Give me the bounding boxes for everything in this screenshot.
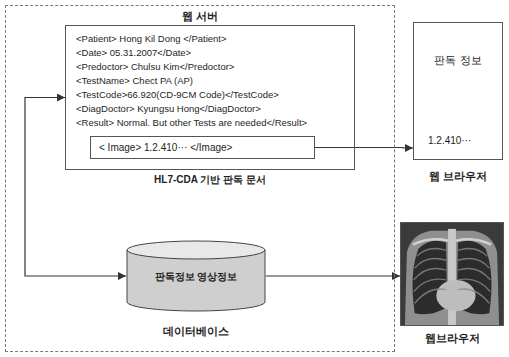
flow-arrow [315,147,413,149]
xml-line: <Predoctor> Chulsu Kim</Predoctor> [76,60,346,74]
browser-caption: 웹브라우저 [391,331,509,346]
web-browser-box: 판독 정보1.2.410···웹 브라우저 [413,22,503,160]
flow-arrow [266,275,400,276]
image-reference-box: < Image> 1.2.410··· </Image> [90,136,315,159]
chest-xray-image [401,223,503,325]
database-content: 판독정보 영상정보 [126,270,266,284]
browser-content: 판독 정보 [414,53,502,68]
image-reference: < Image> 1.2.410··· </Image> [99,141,306,154]
web-server-region: 웹 서버<Patient> Hong Kil Dong </Patient><D… [5,5,395,352]
xray-browser-node: 웹브라우저 [400,222,504,326]
database-caption: 데이터베이스 [116,324,276,339]
database-cylinder-node: 판독정보 영상정보데이터베이스 [126,240,266,312]
image-uid: 1.2.410··· [428,135,471,146]
cda-document-box: <Patient> Hong Kil Dong </Patient><Date>… [65,25,355,170]
xml-line: <Patient> Hong Kil Dong </Patient> [76,32,346,46]
xml-line: <Date> 05.31.2007</Date> [76,46,346,60]
xml-line: <DiagDoctor> Kyungsu Hong</DiagDoctor> [76,102,346,116]
document-caption: HL7-CDA 기반 판독 문서 [56,173,364,187]
browser-caption: 웹 브라우저 [404,169,509,184]
xml-line: <TestCode>66.920(CD-9CM Code)</TestCode> [76,88,346,102]
xml-line: <Result> Normal. But other Tests are nee… [76,116,346,130]
xml-line: <TestName> Chect PA (AP) [76,74,346,88]
region-title: 웹 서버 [6,9,394,24]
